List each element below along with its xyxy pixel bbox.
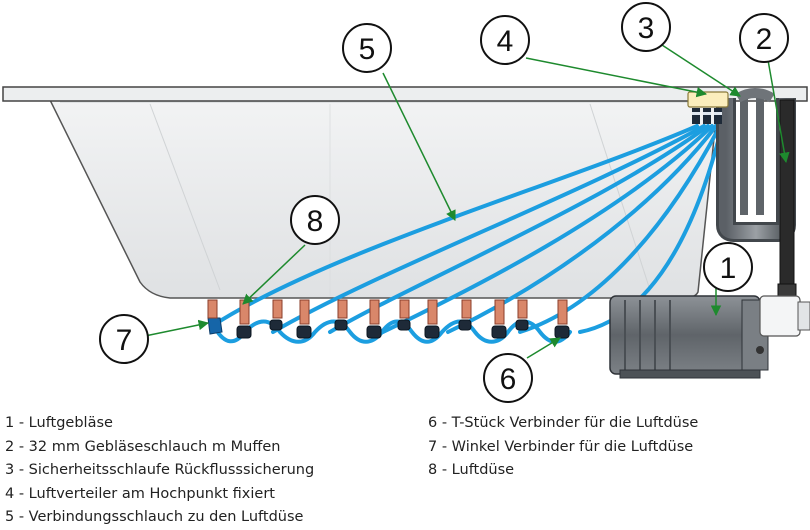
air-nozzle — [494, 299, 505, 325]
bathtub — [2, 86, 808, 299]
t-connector — [269, 319, 283, 331]
air-nozzle — [557, 299, 568, 325]
legend-item-5: 5 - Verbindungsschlauch zu den Luftdüse — [5, 509, 304, 525]
legend-item-4: 4 - Luftverteiler am Hochpunkt fixiert — [5, 485, 275, 502]
arrow-3 — [661, 44, 741, 97]
air-nozzle — [461, 299, 472, 319]
t-connector — [236, 325, 252, 339]
t-connector — [554, 325, 570, 339]
svg-text:7: 7 — [116, 324, 133, 357]
t-connector — [491, 325, 507, 339]
callout-badges: 1 2 3 4 5 6 7 8 — [99, 2, 789, 403]
callout-7: 7 — [99, 314, 149, 364]
air-nozzle — [272, 299, 283, 319]
svg-text:6: 6 — [500, 363, 517, 396]
callout-2: 2 — [739, 13, 789, 63]
legend-item-8: 8 - Luftdüse — [428, 462, 515, 478]
air-manifold — [687, 91, 729, 124]
svg-text:8: 8 — [307, 205, 324, 238]
legend-left: 1 - Luftgebläse 2 - 32 mm Gebläseschlauc… — [5, 412, 314, 530]
angle-connector — [207, 317, 223, 335]
air-nozzle — [399, 299, 410, 319]
svg-text:3: 3 — [638, 12, 655, 45]
t-connector — [296, 325, 312, 339]
svg-text:2: 2 — [756, 23, 773, 56]
callout-4: 4 — [480, 15, 530, 65]
t-connector — [397, 319, 411, 331]
arrow-2 — [767, 59, 790, 164]
svg-text:1: 1 — [720, 252, 737, 285]
air-nozzle — [337, 299, 348, 319]
air-nozzle — [427, 299, 438, 325]
legend-item-6: 6 - T-Stück Verbinder für die Luftdüse — [428, 415, 699, 431]
t-connector — [366, 325, 382, 339]
legend-item-1: 1 - Luftgebläse — [5, 415, 113, 431]
air-nozzle — [517, 299, 528, 319]
arrow-5 — [382, 72, 456, 221]
callout-6: 6 — [483, 353, 533, 403]
arrow-8 — [242, 244, 306, 305]
nozzle-assemblies — [207, 299, 570, 339]
arrow-6 — [526, 337, 561, 359]
air-nozzle — [207, 299, 218, 319]
callout-5: 5 — [342, 23, 392, 73]
bathtub-rim — [2, 86, 808, 102]
t-connector — [458, 319, 472, 331]
svg-text:4: 4 — [497, 25, 514, 58]
air-nozzle — [299, 299, 310, 325]
t-connector — [334, 319, 348, 331]
callout-3: 3 — [621, 2, 671, 52]
arrow-7 — [144, 319, 210, 337]
t-connector — [515, 319, 529, 331]
air-nozzle — [369, 299, 380, 325]
callout-8: 8 — [290, 195, 340, 245]
callout-1: 1 — [703, 242, 753, 292]
legend-item-3: 3 - Sicherheitsschlaufe Rückflusssicheru… — [5, 462, 315, 478]
bathtub-air-system-diagram: 1 2 3 4 5 6 7 8 — [2, 2, 810, 403]
air-blower — [609, 295, 810, 379]
legend-item-2: 2 - 32 mm Gebläseschlauch m Muffen — [5, 438, 281, 455]
t-connector — [424, 325, 440, 339]
arrow-4 — [525, 57, 708, 98]
legend-right: 6 - T-Stück Verbinder für die Luftdüse 7… — [428, 412, 698, 483]
callout-arrows — [144, 44, 790, 359]
svg-text:5: 5 — [359, 33, 376, 66]
legend-item-7: 7 - Winkel Verbinder für die Luftdüse — [428, 438, 694, 455]
